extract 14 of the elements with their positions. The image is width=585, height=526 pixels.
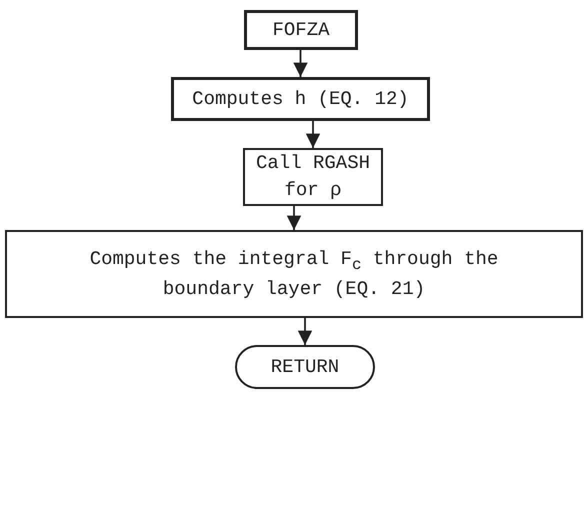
process-box — [171, 77, 430, 121]
terminator-box — [235, 345, 375, 389]
arrow — [298, 318, 312, 345]
node-text: Call RGASH for ρ — [254, 151, 372, 203]
node-text: Computes h (EQ. 12) — [192, 86, 409, 112]
node-text: FOFZA — [272, 18, 330, 43]
process-box — [243, 148, 383, 206]
process-box — [5, 230, 583, 318]
arrow — [306, 121, 320, 148]
arrow — [293, 50, 308, 77]
process-box — [244, 10, 358, 50]
node-text: RETURN — [270, 354, 340, 380]
arrow — [286, 206, 302, 230]
node-text: Computes the integral F$_{c}$ through the boundary layer (EQ. 21) — [88, 246, 500, 302]
